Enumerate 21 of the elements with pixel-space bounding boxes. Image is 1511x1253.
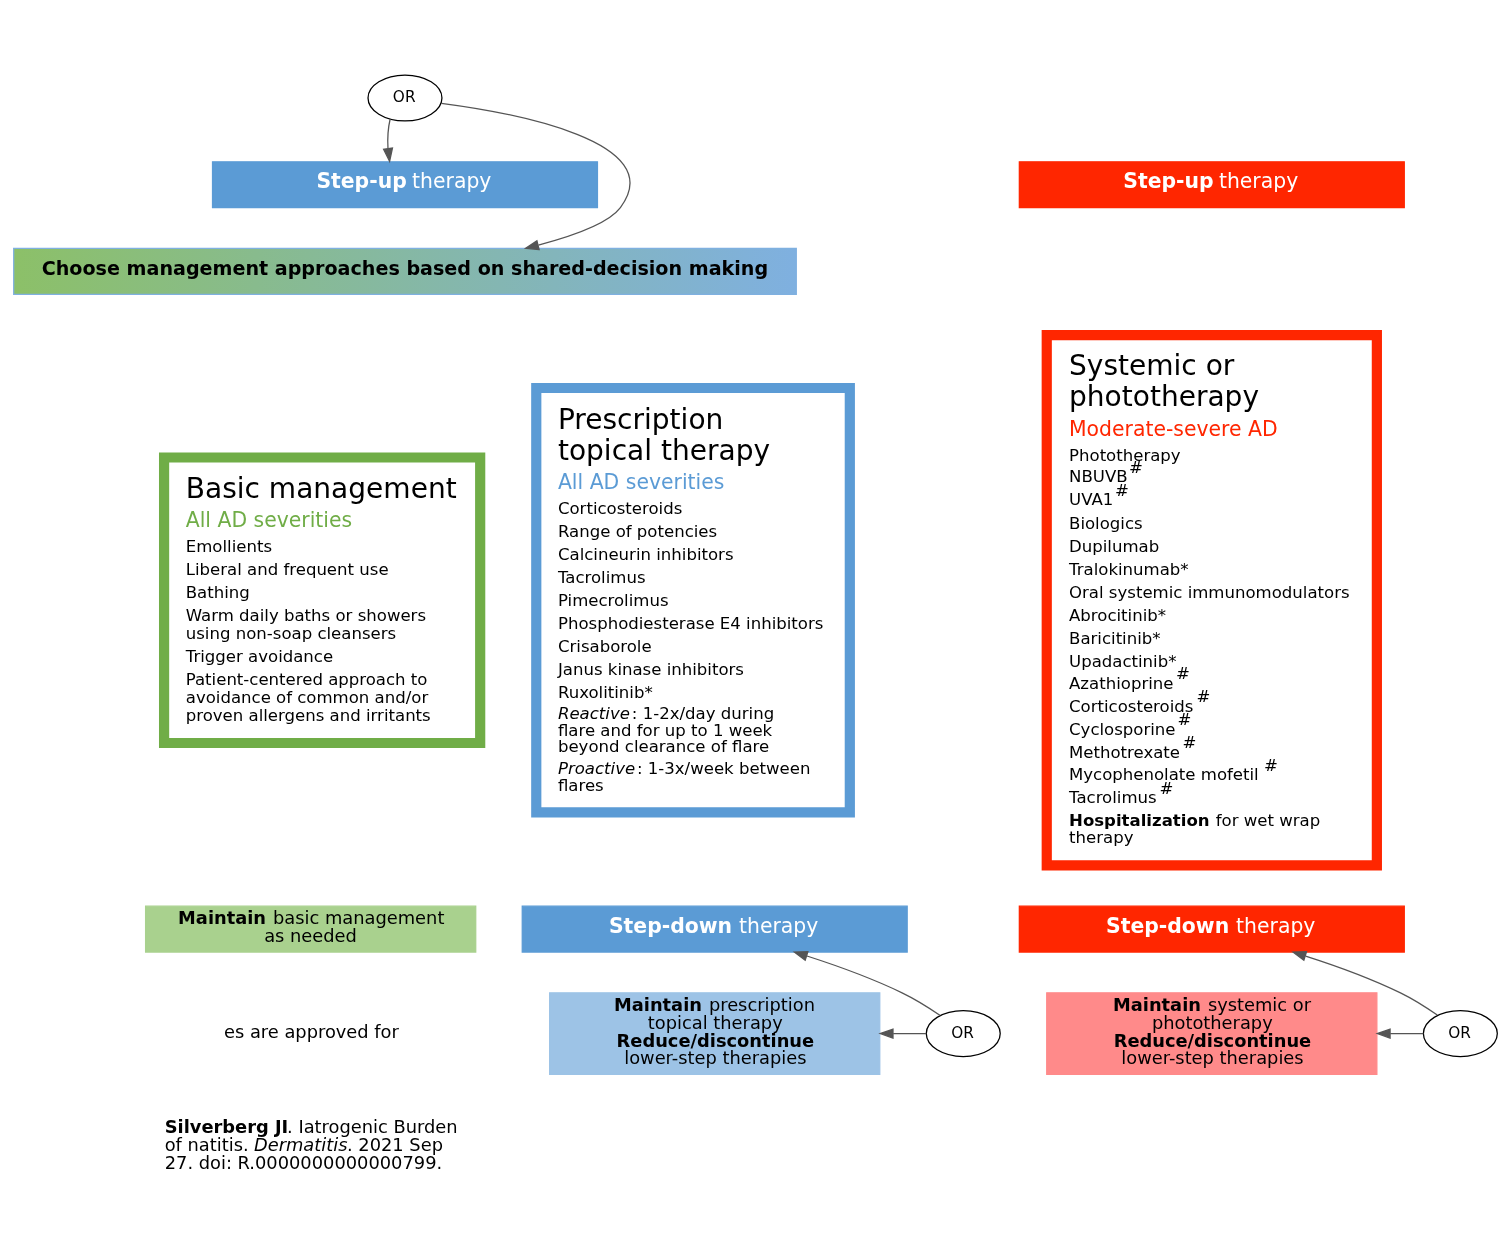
- node-box: Step-up therapy: [1018, 160, 1405, 208]
- arrow: [878, 1027, 927, 1039]
- label: Silverberg JI. Iatrogenic Burden of natitis. Dermatitis. 2021 Sep 27. doi: R.0000000000000799.: [164, 1115, 458, 1173]
- node-box: Maintain basic management as needed: [144, 905, 477, 953]
- arrow: [440, 102, 631, 250]
- node-box: Prescription topical therapy All AD severities Corticosteroids Range of potencies Calcineurin inhibitors Tacrolimus Pimecrolimus Phosphodiesterase E4 inhibitors Crisaborole Janus kinase inhibitors Ruxolitinib* Reactive: 1-2x/day during flare and for up to 1 week beyond clearance of flare Proactive: 1-3x/week between flares: [531, 382, 855, 818]
- node-box: Step-down therapy: [1018, 905, 1405, 953]
- arrow: [1291, 950, 1438, 1016]
- node-box: Step-up therapy: [211, 160, 599, 208]
- node-box: Choose management approaches based on shared-decision making: [13, 247, 797, 295]
- arrow: [792, 950, 941, 1016]
- node-ellipse: OR: [925, 1009, 1001, 1057]
- node-ellipse: OR: [367, 73, 443, 122]
- node-ellipse: OR: [1422, 1009, 1498, 1057]
- node-box: Step-down therapy: [521, 905, 908, 953]
- node-box: Maintain systemic or phototherapy Reduce/discontinue lower-step therapies: [1046, 991, 1378, 1075]
- node-box: Basic management All AD severities Emollients Liberal and frequent use Bathing Warm daily baths or showers using non-soap cleansers Trigger avoidance Patient-centered approach to avoidance of common and/or proven allergens and irritants: [159, 451, 486, 748]
- node-box: Maintain prescription topical therapy Reduce/discontinue lower-step therapies: [549, 991, 881, 1075]
- arrow: [382, 118, 394, 163]
- label: es are approved for: [223, 1020, 399, 1042]
- arrow: [1375, 1027, 1425, 1039]
